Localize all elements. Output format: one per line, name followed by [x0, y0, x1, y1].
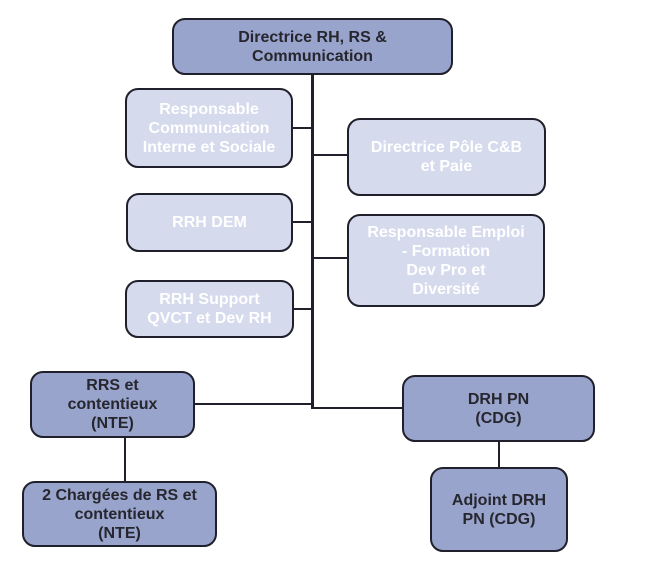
connector-dir-pole	[313, 154, 348, 156]
node-label: RRH Support QVCT et Dev RH	[147, 291, 272, 327]
node-responsable-communication-interne-sociale: Responsable Communication Interne et Soc…	[125, 88, 293, 168]
connector-resp-comm	[291, 127, 312, 129]
node-adjoint-drh-pn-cdg: Adjoint DRH PN (CDG)	[430, 467, 568, 552]
node-label: 2 Chargées de RS et contentieux (NTE)	[42, 486, 197, 542]
node-label: Directrice Pôle C&B et Paie	[370, 139, 523, 175]
node-label: DRH PN (CDG)	[467, 390, 530, 427]
node-label: RRH DEM	[172, 214, 247, 231]
node-rrs-contentieux-nte: RRS et contentieux (NTE)	[30, 371, 195, 438]
node-directrice-pole-cb-paie: Directrice Pôle C&B et Paie	[347, 118, 546, 196]
node-rrh-support-qvct-dev-rh: RRH Support QVCT et Dev RH	[125, 280, 294, 338]
node-label: RRS et contentieux (NTE)	[67, 377, 158, 432]
connector-rrh-dem	[291, 221, 312, 223]
connector-drh-pn	[312, 407, 403, 409]
connector-rrs	[194, 403, 312, 405]
node-label: Directrice RH, RS & Communication	[238, 28, 387, 65]
node-2-chargees-rs-contentieux-nte: 2 Chargées de RS et contentieux (NTE)	[22, 481, 217, 547]
connector-drh-pn-to-adjoint	[498, 441, 500, 468]
connector-trunk-vertical	[311, 75, 314, 409]
node-directrice-rh-rs-communication: Directrice RH, RS & Communication	[172, 18, 453, 75]
node-drh-pn-cdg: DRH PN (CDG)	[402, 375, 595, 442]
node-label: Adjoint DRH PN (CDG)	[451, 491, 547, 528]
node-label: Responsable Communication Interne et Soc…	[142, 100, 276, 156]
node-rrh-dem: RRH DEM	[126, 193, 293, 252]
connector-rrh-support	[292, 308, 312, 310]
node-label: Responsable Emploi - Formation Dev Pro e…	[367, 223, 525, 298]
connector-resp-emploi	[313, 257, 348, 259]
connector-rrs-to-chargees	[124, 437, 126, 482]
node-responsable-emploi-formation-dev-pro-diversite: Responsable Emploi - Formation Dev Pro e…	[347, 214, 545, 307]
